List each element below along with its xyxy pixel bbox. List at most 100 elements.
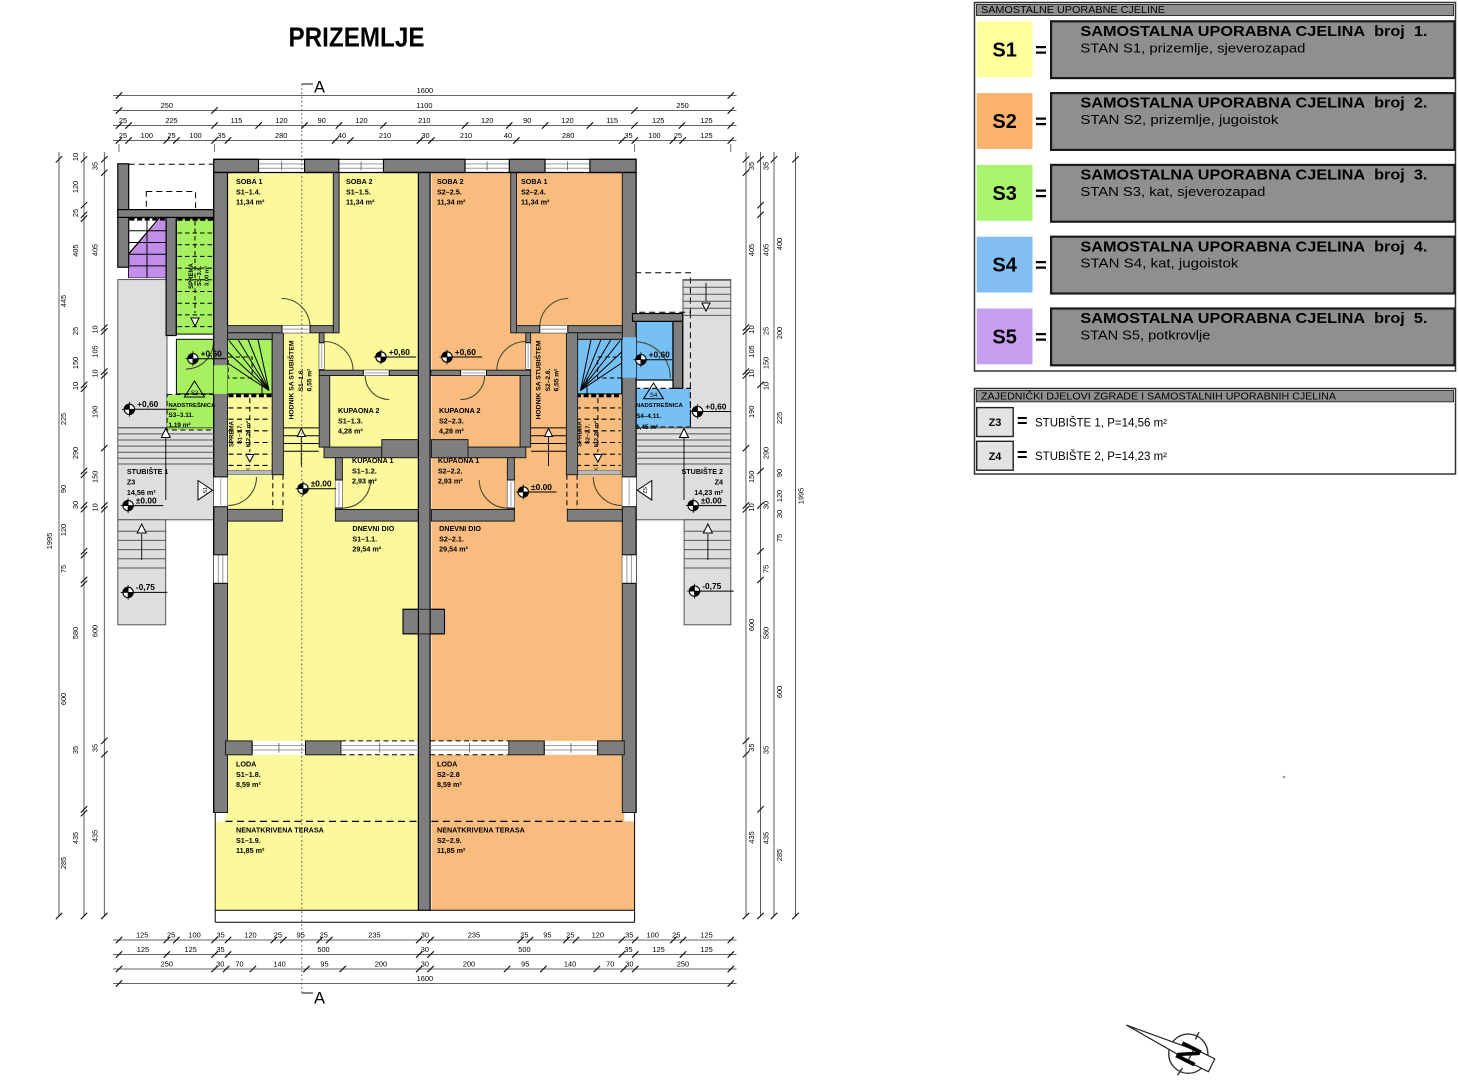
svg-text:KUPAONA 2: KUPAONA 2 xyxy=(439,406,481,415)
svg-text:10: 10 xyxy=(71,153,80,161)
svg-text:KUPAONA 2: KUPAONA 2 xyxy=(338,406,380,415)
svg-text:125: 125 xyxy=(185,945,197,954)
svg-text:S1–1.1.: S1–1.1. xyxy=(352,534,377,543)
svg-text:10: 10 xyxy=(91,503,100,511)
svg-text:+0,60: +0,60 xyxy=(389,347,411,357)
svg-text:1,45 m²: 1,45 m² xyxy=(636,424,658,431)
svg-text:100: 100 xyxy=(141,131,153,140)
svg-text:95: 95 xyxy=(521,959,529,968)
svg-text:Z3: Z3 xyxy=(989,417,1002,429)
svg-text:200: 200 xyxy=(375,959,387,968)
svg-text:150: 150 xyxy=(71,357,80,369)
svg-text:100: 100 xyxy=(188,930,200,939)
svg-text:29,54 m²: 29,54 m² xyxy=(439,545,468,554)
svg-text:STAN S1, prizemlje, sjeverozap: STAN S1, prizemlje, sjeverozapad xyxy=(1080,40,1305,55)
svg-text:105: 105 xyxy=(747,345,756,357)
svg-text:280: 280 xyxy=(562,131,574,140)
svg-text:KUPAONA 1: KUPAONA 1 xyxy=(438,456,480,465)
svg-text:190: 190 xyxy=(91,406,100,418)
svg-text:8,59 m²: 8,59 m² xyxy=(236,780,261,789)
svg-text:SOBA 1: SOBA 1 xyxy=(236,177,263,186)
svg-text:S2: S2 xyxy=(641,487,647,494)
svg-text:290: 290 xyxy=(762,447,771,459)
svg-text:6,55 m²: 6,55 m² xyxy=(554,368,561,392)
svg-text:200: 200 xyxy=(463,959,475,968)
svg-text:120: 120 xyxy=(355,116,367,125)
svg-text:ZAJEDNIČKI DJELOVI ZGRADE I SA: ZAJEDNIČKI DJELOVI ZGRADE I SAMOSTALNIH … xyxy=(981,390,1336,403)
svg-text:35: 35 xyxy=(216,930,224,939)
svg-text:S1: S1 xyxy=(203,487,209,494)
svg-text:435: 435 xyxy=(747,831,756,843)
svg-text:35: 35 xyxy=(747,743,756,751)
svg-text:30: 30 xyxy=(421,131,429,140)
svg-text:SAMOSTALNA UPORABNA CJELINA b: SAMOSTALNA UPORABNA CJELINA broj 4. xyxy=(1080,239,1427,255)
svg-text:125: 125 xyxy=(136,930,148,939)
svg-text:STUBIŠTE 2, P=14,23 m²: STUBIŠTE 2, P=14,23 m² xyxy=(1035,450,1167,463)
svg-text:25: 25 xyxy=(674,131,682,140)
svg-text:±0.00: ±0.00 xyxy=(701,495,722,505)
svg-text:90: 90 xyxy=(59,485,68,493)
svg-text:90: 90 xyxy=(318,116,326,125)
svg-text:35: 35 xyxy=(91,744,100,752)
svg-text:35: 35 xyxy=(71,746,80,754)
svg-text:S2–2.8: S2–2.8 xyxy=(437,770,460,779)
svg-text:30: 30 xyxy=(421,945,429,954)
svg-text:HODNIK SA STUBIŠTEM: HODNIK SA STUBIŠTEM xyxy=(287,340,296,419)
svg-text:11,34 m²: 11,34 m² xyxy=(437,198,466,207)
svg-text:120: 120 xyxy=(275,116,287,125)
svg-text:280: 280 xyxy=(275,131,287,140)
svg-text:±0.00: ±0.00 xyxy=(311,479,332,489)
svg-text:75: 75 xyxy=(775,534,784,542)
svg-text:Z4: Z4 xyxy=(989,451,1003,463)
svg-text:140: 140 xyxy=(273,959,285,968)
svg-text:S1–1.5.: S1–1.5. xyxy=(346,187,371,196)
svg-text:SAMOSTALNA UPORABNA CJELINA b: SAMOSTALNA UPORABNA CJELINA broj 2. xyxy=(1080,96,1427,112)
svg-text:4,28 m²: 4,28 m² xyxy=(439,427,464,436)
svg-text:600: 600 xyxy=(59,693,68,705)
svg-text:25: 25 xyxy=(672,930,680,939)
svg-text:435: 435 xyxy=(91,830,100,842)
svg-text:10: 10 xyxy=(91,325,100,333)
svg-text:25: 25 xyxy=(566,930,574,939)
svg-text:405: 405 xyxy=(762,244,771,256)
svg-text:S4–4.11.: S4–4.11. xyxy=(636,413,661,420)
svg-text:+0,60: +0,60 xyxy=(705,401,727,411)
svg-text:SPREMA: SPREMA xyxy=(230,420,236,446)
svg-text:=: = xyxy=(1035,255,1047,277)
svg-text:90: 90 xyxy=(775,469,784,477)
svg-text:95: 95 xyxy=(297,930,305,939)
svg-text:10: 10 xyxy=(91,369,100,377)
svg-text:25: 25 xyxy=(167,930,175,939)
svg-text:STUBIŠTE 1: STUBIŠTE 1 xyxy=(127,467,169,476)
svg-text:=: = xyxy=(1017,445,1028,465)
svg-text:=: = xyxy=(1035,40,1047,62)
svg-text:Z3: Z3 xyxy=(127,478,135,487)
svg-text:125: 125 xyxy=(700,116,712,125)
svg-text:190: 190 xyxy=(747,406,756,418)
svg-text:=: = xyxy=(1035,112,1047,134)
svg-text:STAN S3, kat, sjeverozapad: STAN S3, kat, sjeverozapad xyxy=(1080,184,1265,199)
svg-text:435: 435 xyxy=(762,832,771,844)
svg-text:S3–3.8.: S3–3.8. xyxy=(197,265,203,286)
svg-text:S2–2.2.: S2–2.2. xyxy=(438,466,463,475)
svg-text:120: 120 xyxy=(244,930,256,939)
svg-text:2,93 m²: 2,93 m² xyxy=(438,477,463,486)
svg-text:70: 70 xyxy=(235,959,243,968)
svg-text:35: 35 xyxy=(624,131,632,140)
svg-text:210: 210 xyxy=(379,131,391,140)
svg-text:11,85 m²: 11,85 m² xyxy=(236,846,265,855)
svg-text:-0,75: -0,75 xyxy=(136,582,155,592)
svg-text:S2–2.7.: S2–2.7. xyxy=(586,423,592,444)
svg-text:14,23 m²: 14,23 m² xyxy=(694,488,723,497)
svg-text:K 2,26 m²: K 2,26 m² xyxy=(593,421,600,447)
svg-text:S2–2.4.: S2–2.4. xyxy=(521,187,546,196)
svg-text:30: 30 xyxy=(775,510,784,518)
svg-text:25: 25 xyxy=(520,930,528,939)
svg-text:225: 225 xyxy=(59,413,68,425)
svg-text:+0,60: +0,60 xyxy=(455,347,477,357)
svg-text:580: 580 xyxy=(762,627,771,639)
svg-text:35: 35 xyxy=(762,162,771,170)
svg-text:S2: S2 xyxy=(992,111,1016,133)
svg-text:95: 95 xyxy=(320,959,328,968)
svg-text:HODNIK SA STUBIŠTEM: HODNIK SA STUBIŠTEM xyxy=(534,340,543,419)
